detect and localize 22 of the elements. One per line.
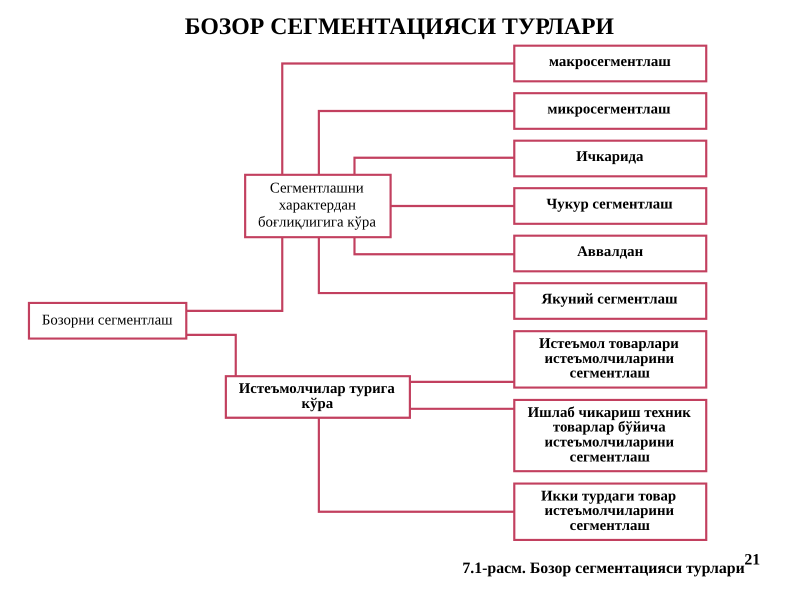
connector (281, 62, 514, 175)
node-box: Сегментлашни характердан боғлиқлигига кўра (244, 174, 392, 238)
connector (318, 418, 514, 513)
diagram-title: БОЗОР СЕГМЕНТАЦИЯСИ ТУРЛАРИ (184, 14, 614, 40)
node-box: Истеъмол товарлари истеъмолчиларини сегментлаш (513, 330, 708, 389)
connector (318, 110, 514, 175)
node-box: Чукур сегментлаш (513, 187, 708, 225)
node-box: микросегментлаш (513, 92, 708, 130)
connector (318, 237, 514, 294)
connector (410, 408, 514, 410)
node-box: Истеъмолчилар турига кўра (224, 375, 411, 419)
connector (186, 334, 237, 376)
node-box: макросегментлаш (513, 44, 708, 82)
node-box: Бозорни сегментлаш (28, 302, 188, 340)
node-box: Ишлаб чикариш техник товарлар бўйича истеъмолчиларини сегментлаш (513, 398, 708, 472)
connector (410, 380, 514, 383)
connector (186, 237, 284, 312)
node-box: Якуний сегментлаш (513, 282, 708, 320)
node-box: Икки турдаги товар истеъмолчиларини сегментлаш (513, 482, 708, 542)
node-box: Аввалдан (513, 234, 708, 272)
connector (390, 204, 514, 208)
node-box: Ичкарида (513, 140, 708, 178)
